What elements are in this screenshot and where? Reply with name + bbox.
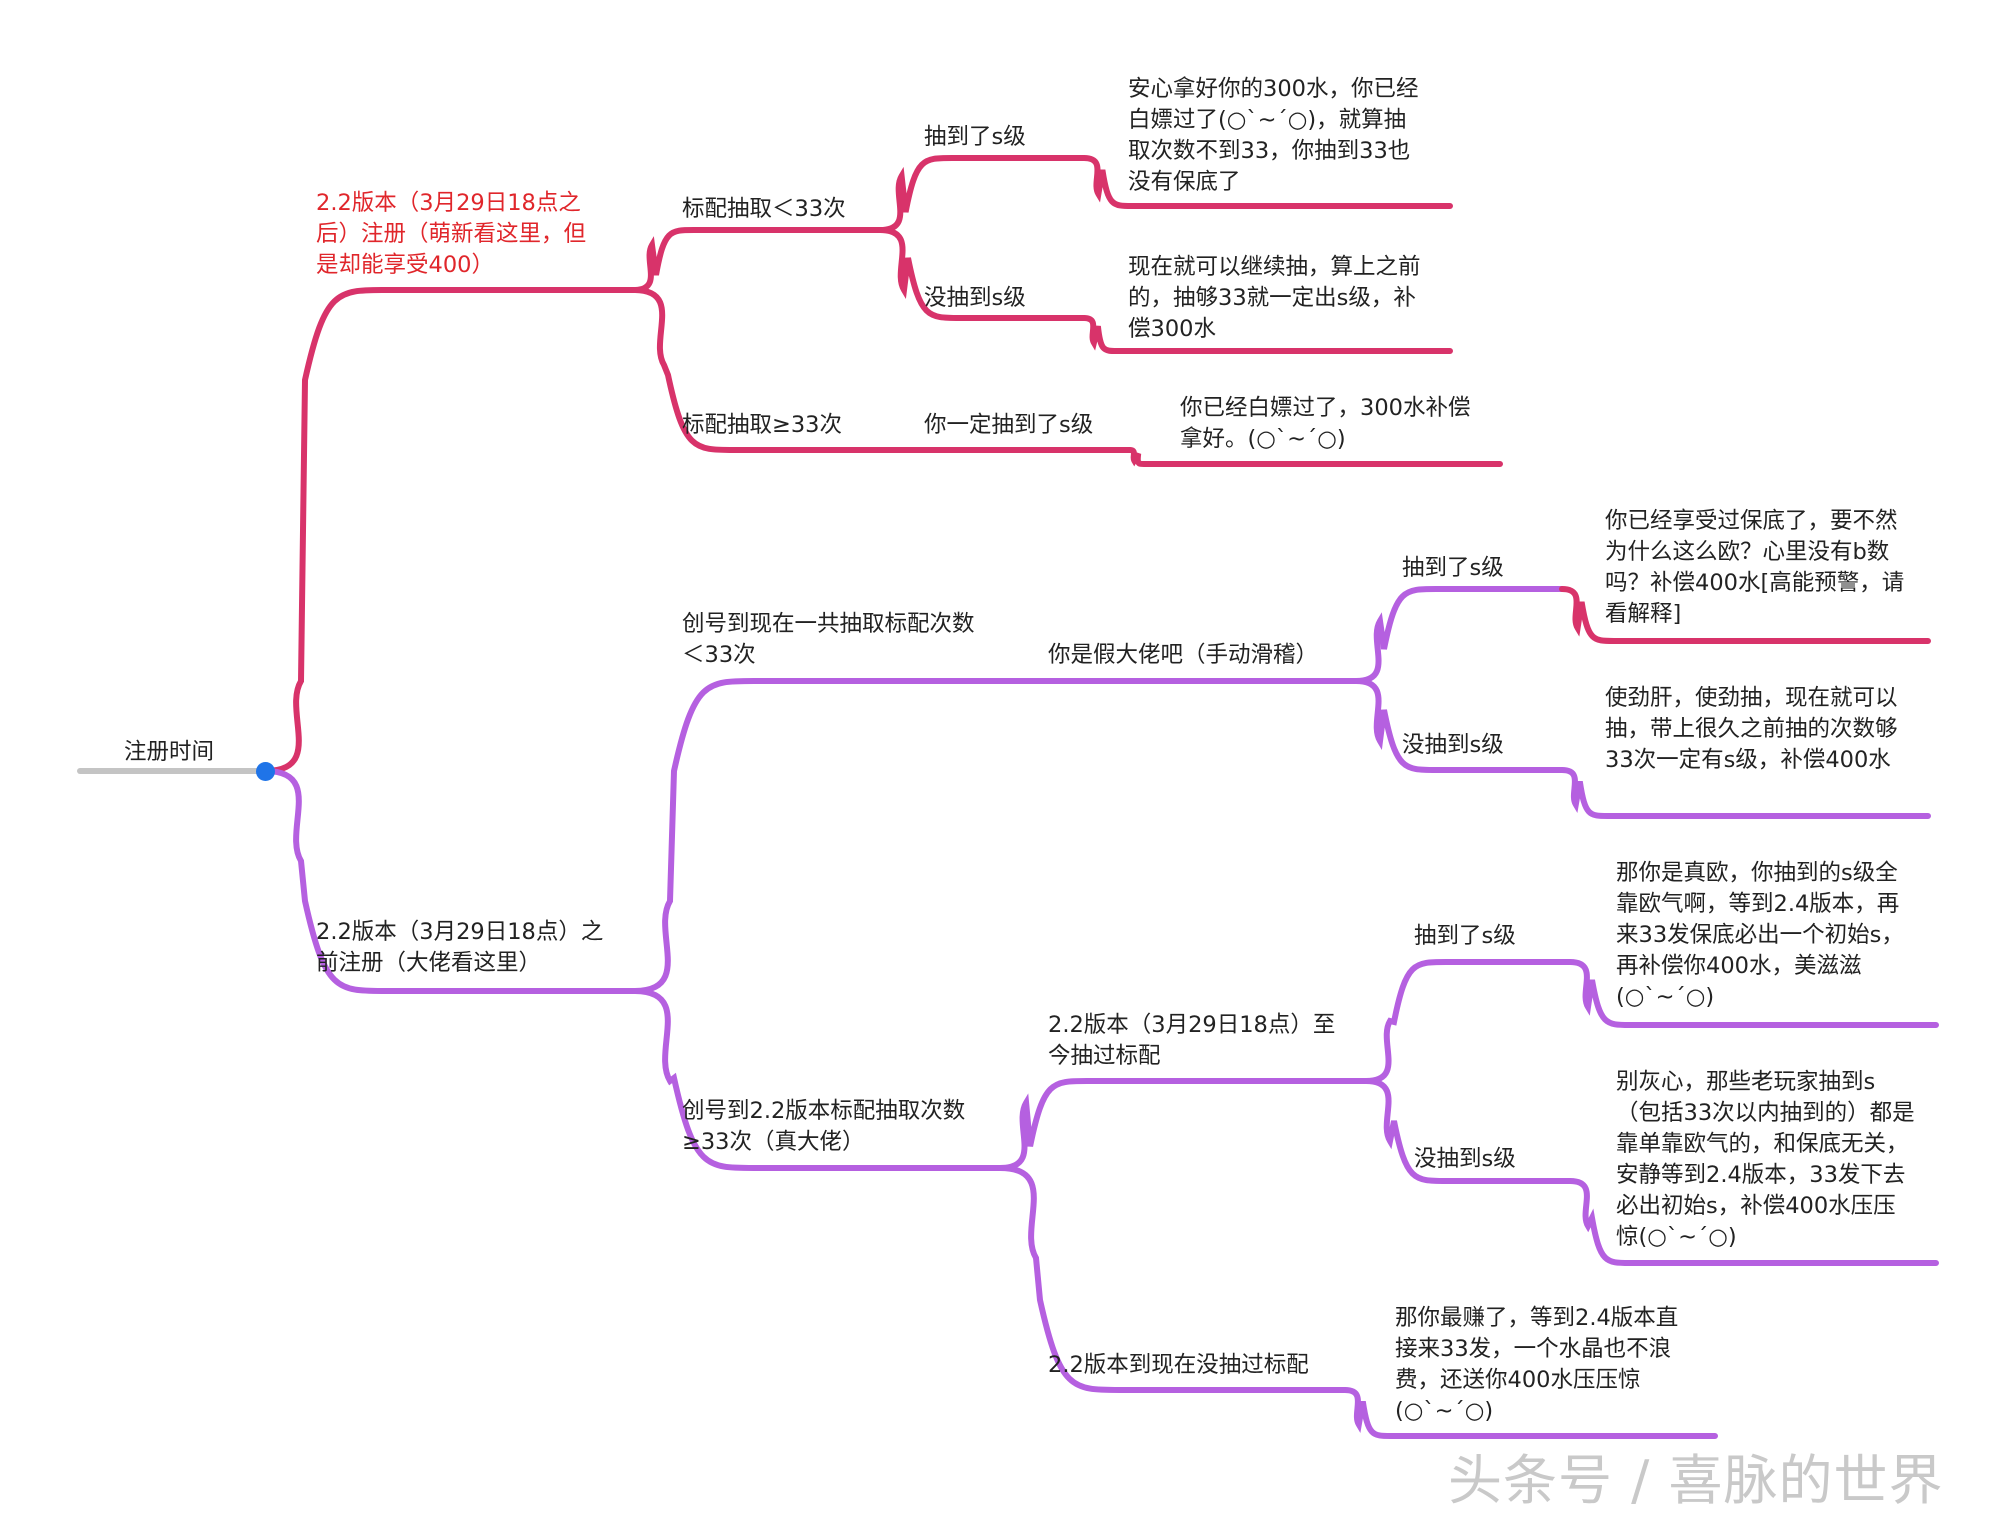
before-since22-got-label: 抽到了s级 [1414, 923, 1516, 949]
edge-since22-notgot [1363, 1078, 1573, 1184]
edge-since22notgot-note [1567, 1178, 1939, 1266]
before-fake-got-note: 你已经享受过保底了，要不然为什么这么欧？心里没有b数吗？补偿400水[高能预警，… [1605, 508, 1905, 627]
before-fake-notgot-note: 使劲肝，使劲抽，现在就可以抽，带上很久之前抽的次数够33次一定有s级，补偿400… [1605, 685, 1898, 773]
edge-fakenotgot-note [1559, 767, 1931, 819]
after-lt33-notgot-note: 现在就可以继续抽，算上之前的，抽够33就一定出s级，补偿300水 [1128, 254, 1421, 342]
before-none-label: 2.2版本到现在没抽过标配 [1048, 1352, 1309, 1378]
after-lt33-got-label: 抽到了s级 [924, 124, 1026, 150]
before-fake-notgot-label: 没抽到s级 [1402, 732, 1504, 758]
after-ge33-must-note: 你已经白嫖过了，300水补偿拿好。(○`~´○) [1180, 395, 1471, 452]
before-total-lt33-label: 创号到现在一共抽取标配次数＜33次 [682, 611, 975, 668]
before-since22-label: 2.2版本（3月29日18点）至今抽过标配 [1048, 1012, 1336, 1069]
branch-after-label: 2.2版本（3月29日18点之后）注册（萌新看这里，但是却能享受400） [316, 190, 587, 278]
edge-lt33-notgot [877, 227, 1087, 321]
edge-fake-got [1353, 586, 1565, 684]
edge-after-lt33 [631, 227, 883, 293]
before-fake-got-label: 抽到了s级 [1402, 555, 1504, 581]
edge-before-lt33 [631, 678, 1003, 994]
branch-before-label: 2.2版本（3月29日18点）之前注册（大佬看这里） [316, 919, 604, 976]
before-since22-notgot-label: 没抽到s级 [1414, 1146, 1516, 1172]
after-ge33-must-label: 你一定抽到了s级 [924, 412, 1094, 438]
before-since22-got-note: 那你是真欧，你抽到的s级全靠欧气啊，等到2.4版本，再来33发保底必出一个初始s… [1616, 860, 1904, 1010]
edge-before-ge33 [631, 988, 1003, 1171]
edge-since22got-note [1567, 959, 1939, 1028]
after-lt33-label: 标配抽取＜33次 [682, 196, 846, 222]
edge-fakegot-note [1559, 586, 1931, 644]
watermark: 头条号 / 喜脉的世界 [1448, 1449, 1944, 1512]
edge-none-note [1342, 1387, 1718, 1439]
root-node-label: 注册时间 [124, 739, 215, 765]
edge-lt33-got [877, 155, 1087, 233]
edge-fake-notgot [1353, 678, 1565, 773]
after-lt33-got-note: 安心拿好你的300水，你已经白嫖过了(○`~´○)，就算抽取次数不到33，你抽到… [1128, 76, 1419, 195]
before-since22-notgot-note: 别灰心，那些老玩家抽到s（包括33次以内抽到的）都是靠单靠欧气的，和保底无关，安… [1616, 1069, 1915, 1250]
edge-root-after [262, 287, 637, 774]
after-lt33-notgot-label: 没抽到s级 [924, 285, 1026, 311]
before-none-note: 那你最赚了，等到2.4版本直接来33发，一个水晶也不浪费，还送你400水压压惊(… [1395, 1305, 1679, 1424]
edge-must-note [1127, 447, 1503, 467]
edge-ge33-since22 [997, 1078, 1369, 1171]
edge-since22-got [1363, 959, 1573, 1084]
before-fake-label: 你是假大佬吧（手动滑稽） [1048, 642, 1319, 668]
edge-ge33-none [997, 1165, 1348, 1393]
edge-root-before [262, 768, 637, 994]
edge-got-note [1081, 155, 1453, 209]
root-node-dot [256, 762, 275, 781]
edge-notgot-note [1081, 315, 1453, 354]
edge-after-ge33 [631, 287, 883, 453]
after-ge33-label: 标配抽取≥33次 [682, 412, 842, 438]
before-pre22-ge33-label: 创号到2.2版本标配抽取次数≥33次（真大佬） [682, 1098, 966, 1155]
